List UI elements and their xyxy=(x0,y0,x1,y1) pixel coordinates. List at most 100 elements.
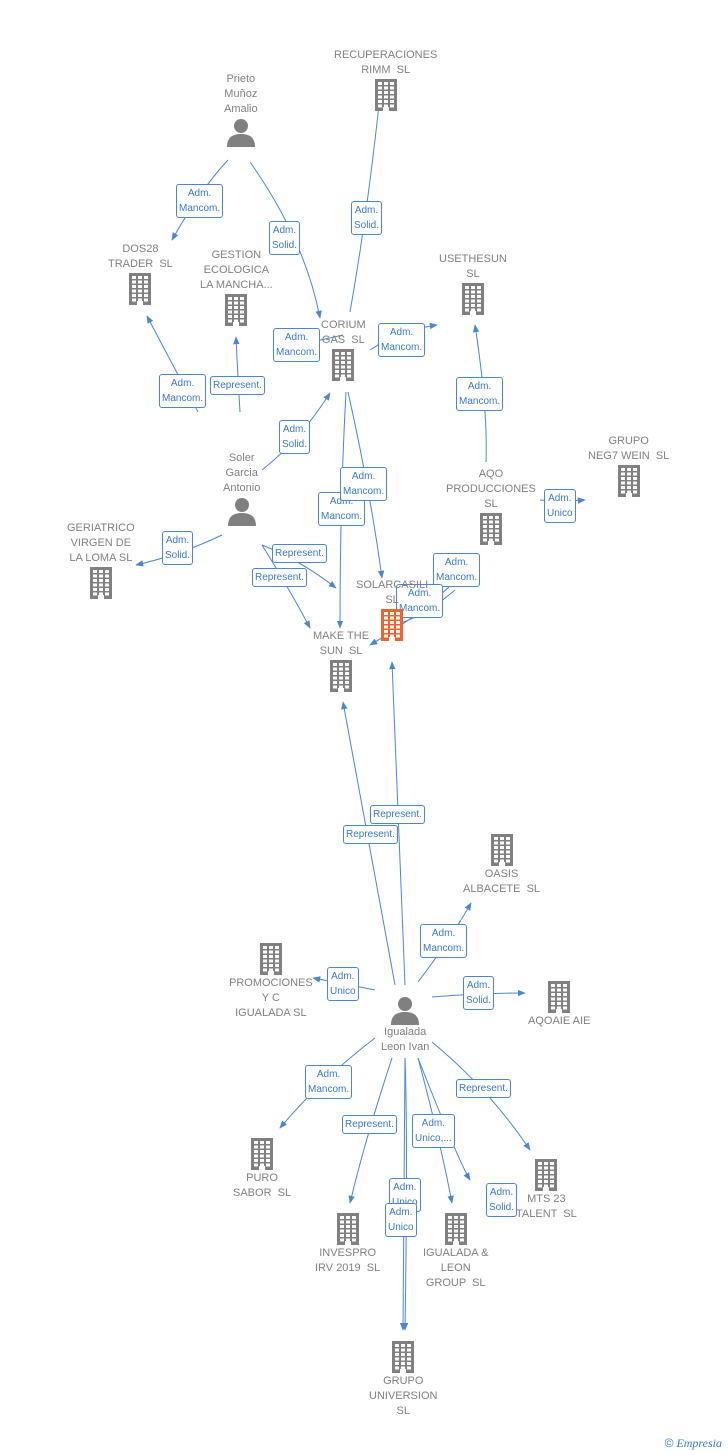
node-label: GRUPO UNIVERSION SL xyxy=(369,1375,438,1417)
edge-igualada_leon-to-solarcasili xyxy=(389,661,406,986)
node-dos28[interactable]: DOS28 TRADER SL xyxy=(108,242,173,306)
node-label: OASIS ALBACETE SL xyxy=(463,868,541,895)
copyright-symbol: © xyxy=(664,1436,674,1450)
building-icon xyxy=(528,980,590,1014)
edge-label[interactable]: Adm. Mancom. xyxy=(456,377,504,411)
node-label: GRUPO NEG7 WEIN SL xyxy=(588,435,670,462)
node-gestion[interactable]: GESTION ECOLOGICA LA MANCHA... xyxy=(200,248,273,327)
node-oasis[interactable]: OASIS ALBACETE SL xyxy=(463,833,540,897)
node-solarcasili[interactable]: SOLARCASILI SL xyxy=(356,578,428,642)
node-corium[interactable]: CORIUM GAS SL xyxy=(321,318,366,382)
building-icon xyxy=(369,1340,437,1374)
building-icon xyxy=(356,608,428,642)
edge-label[interactable]: Adm. Solid. xyxy=(279,420,311,454)
building-icon xyxy=(200,293,273,327)
node-igualada_group[interactable]: IGUALADA & LEON GROUP SL xyxy=(423,1212,488,1291)
edge-label[interactable]: Adm. Mancom. xyxy=(159,374,207,408)
edge-label[interactable]: Adm. Solid. xyxy=(269,221,301,255)
edge-label[interactable]: Adm. Mancom. xyxy=(176,184,224,218)
building-icon xyxy=(423,1212,488,1246)
footer-brand: © Empresia xyxy=(665,1436,722,1451)
building-icon xyxy=(229,942,313,976)
node-puro_sabor[interactable]: PURO SABOR SL xyxy=(233,1137,291,1201)
node-label: MAKE THE SUN SL xyxy=(313,630,370,657)
node-promociones[interactable]: PROMOCIONES Y C IGUALADA SL xyxy=(229,942,313,1021)
brand-name: Empresia xyxy=(676,1436,722,1450)
edge-igualada_leon-to-invespro xyxy=(348,1057,393,1204)
node-label: GESTION ECOLOGICA LA MANCHA... xyxy=(200,249,273,291)
node-label: PROMOCIONES Y C IGUALADA SL xyxy=(229,977,313,1019)
building-icon xyxy=(108,272,173,306)
edge-label[interactable]: Represent. xyxy=(272,544,327,563)
building-icon xyxy=(516,1158,577,1192)
edge-label[interactable]: Adm. Mancom. xyxy=(433,553,481,587)
node-geriatrico[interactable]: GERIATRICO VIRGEN DE LA LOMA SL xyxy=(67,521,135,600)
node-label: Igualada Leon Ivan xyxy=(381,1026,430,1053)
person-icon xyxy=(223,496,260,526)
edge-label[interactable]: Represent. xyxy=(252,568,307,587)
node-make_the_sun[interactable]: MAKE THE SUN SL xyxy=(313,629,369,693)
person-icon xyxy=(224,117,258,147)
building-icon xyxy=(463,833,540,867)
edge-label[interactable]: Represent. xyxy=(370,805,425,824)
node-label: Prieto Muñoz Amalio xyxy=(224,73,258,115)
edge-label[interactable]: Adm. Unico xyxy=(544,489,576,523)
building-icon xyxy=(439,282,507,316)
edge-soler-to-gestion xyxy=(233,336,241,413)
node-label: RECUPERACIONES RIMM SL xyxy=(334,49,438,76)
building-icon xyxy=(321,348,366,382)
edge-label[interactable]: Adm. Mancom. xyxy=(396,584,444,618)
node-recuperaciones[interactable]: RECUPERACIONES RIMM SL xyxy=(334,48,437,112)
node-label: CORIUM GAS SL xyxy=(321,319,366,346)
node-invespro[interactable]: INVESPRO IRV 2019 SL xyxy=(315,1212,380,1276)
building-icon xyxy=(313,659,369,693)
edge-label[interactable]: Adm. Solid. xyxy=(463,976,495,1010)
edge-label[interactable]: Adm. Unico xyxy=(327,967,359,1001)
edge-label[interactable]: Adm. Unico,... xyxy=(412,1114,455,1148)
node-label: AQO PRODUCCIONES SL xyxy=(446,468,536,510)
node-prieto[interactable]: Prieto Muñoz Amalio xyxy=(224,72,258,147)
edge-label[interactable]: Adm. Mancom. xyxy=(378,323,426,357)
edge-label[interactable]: Adm. Unico xyxy=(385,1203,417,1237)
person-icon xyxy=(381,995,429,1025)
edge-igualada_leon-to-make_the_sun xyxy=(341,701,396,986)
node-soler[interactable]: Soler Garcia Antonio xyxy=(223,451,260,526)
node-usethesun[interactable]: USETHESUN SL xyxy=(439,252,507,316)
node-label: GERIATRICO VIRGEN DE LA LOMA SL xyxy=(67,522,135,564)
edge-label[interactable]: Adm. Mancom. xyxy=(273,328,321,362)
node-label: INVESPRO IRV 2019 SL xyxy=(315,1247,381,1274)
node-label: USETHESUN SL xyxy=(439,253,507,280)
node-mts23[interactable]: MTS 23 TALENT SL xyxy=(516,1158,577,1222)
edge-soler-to-solarcasili xyxy=(261,544,337,589)
building-icon xyxy=(588,464,669,498)
edge-label[interactable]: Represent. xyxy=(210,376,265,395)
node-grupo_neg7[interactable]: GRUPO NEG7 WEIN SL xyxy=(588,434,669,498)
edge-label[interactable]: Represent. xyxy=(343,825,398,844)
node-label: PURO SABOR SL xyxy=(233,1172,292,1199)
edge-label[interactable]: Represent. xyxy=(456,1079,511,1098)
building-icon xyxy=(67,566,135,600)
building-icon xyxy=(446,512,536,546)
node-label: DOS28 TRADER SL xyxy=(108,243,173,270)
edge-soler-to-make_the_sun xyxy=(261,544,311,629)
building-icon xyxy=(233,1137,291,1171)
node-label: IGUALADA & LEON GROUP SL xyxy=(423,1247,489,1289)
edge-label[interactable]: Adm. Solid. xyxy=(351,201,383,235)
node-grupo_universion[interactable]: GRUPO UNIVERSION SL xyxy=(369,1340,437,1419)
building-icon xyxy=(334,78,437,112)
building-icon xyxy=(315,1212,380,1246)
node-aqoaie[interactable]: AQOAIE AIE xyxy=(528,980,590,1029)
edge-label[interactable]: Adm. Solid. xyxy=(486,1183,518,1217)
edge-label[interactable]: Adm. Mancom. xyxy=(420,924,468,958)
edge-label[interactable]: Represent. xyxy=(342,1115,397,1134)
node-igualada_leon[interactable]: Igualada Leon Ivan xyxy=(381,995,429,1055)
edge-label[interactable]: Adm. Mancom. xyxy=(340,467,388,501)
node-label: AQOAIE AIE xyxy=(528,1015,591,1027)
node-aqo[interactable]: AQO PRODUCCIONES SL xyxy=(446,467,536,546)
edge-igualada_leon-to-grupo_universion xyxy=(401,1057,409,1331)
node-label: SOLARCASILI SL xyxy=(356,579,429,606)
edge-label[interactable]: Adm. Mancom. xyxy=(305,1065,353,1099)
node-label: MTS 23 TALENT SL xyxy=(516,1193,577,1220)
edge-label[interactable]: Adm. Solid. xyxy=(162,531,194,565)
